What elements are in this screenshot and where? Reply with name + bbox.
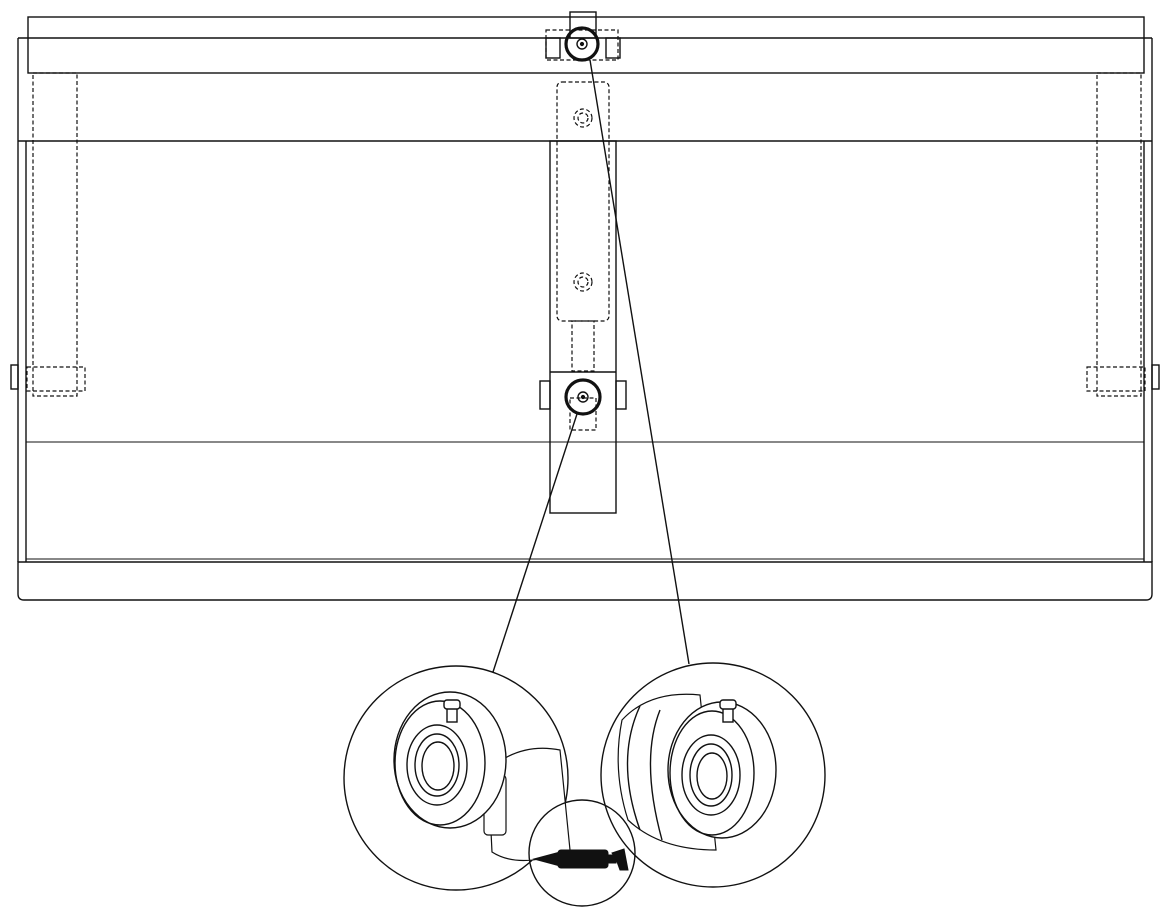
- top-frame: [17, 16, 1153, 142]
- hidden-legs: [26, 72, 1146, 397]
- detail-circle-upper-pivot: [600, 662, 826, 888]
- body-panel: [10, 141, 1160, 601]
- upper-pivot: [545, 11, 621, 62]
- grease-gun-icon: [532, 848, 629, 871]
- grease-gun-circle: [528, 799, 636, 907]
- center-lift-arm: [539, 81, 627, 514]
- lower-pivot: [564, 378, 602, 416]
- callout-leaders: [492, 59, 690, 673]
- detail-circle-lower-pivot: [343, 665, 571, 891]
